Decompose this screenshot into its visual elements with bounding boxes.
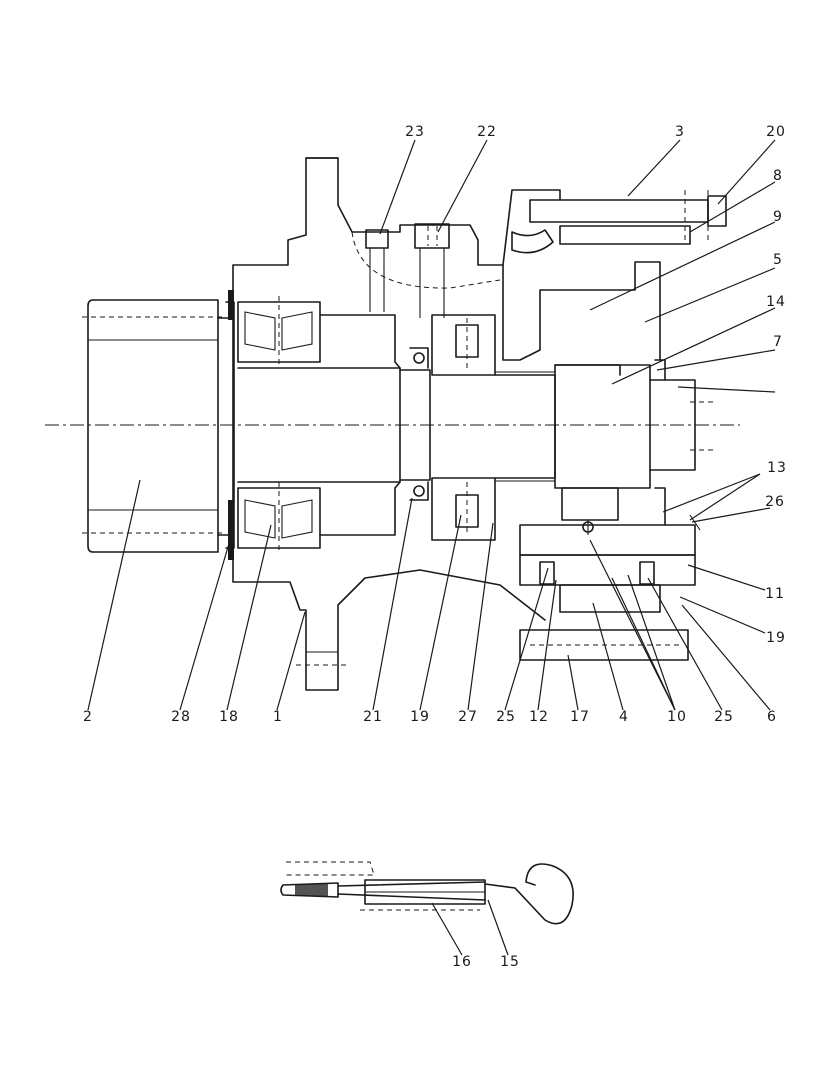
part-label-25-right: 25 — [714, 709, 734, 725]
part-label-10: 10 — [667, 709, 687, 725]
part-label-18: 18 — [219, 709, 239, 725]
part-label-24: 23 — [405, 124, 425, 140]
drawing-main-assembly — [45, 157, 740, 691]
part-label-28: 28 — [171, 709, 191, 725]
part-label-22: 21 — [363, 709, 383, 725]
part-label-27: 27 — [458, 709, 478, 725]
part-label-8: 8 — [773, 168, 783, 184]
part-label-16: 16 — [452, 954, 472, 970]
part-labels: 23 22 3 20 8 9 5 14 7 13 26 11 19 2 28 1… — [83, 124, 787, 970]
part-label-17: 17 — [570, 709, 590, 725]
part-label-20: 19 — [766, 630, 786, 646]
part-label-9: 9 — [773, 209, 783, 225]
part-label-1: 1 — [273, 709, 283, 725]
part-label-7: 7 — [773, 334, 783, 350]
leader-lines — [87, 139, 776, 711]
part-label-25-left: 25 — [496, 709, 516, 725]
part-label-14: 14 — [766, 294, 786, 310]
part-label-6: 6 — [767, 709, 777, 725]
part-label-26: 26 — [765, 494, 785, 510]
part-label-3: 3 — [675, 124, 685, 140]
part-label-21: 20 — [766, 124, 786, 140]
part-label-5: 5 — [773, 252, 783, 268]
part-label-11: 11 — [765, 586, 785, 602]
part-label-12: 12 — [529, 709, 549, 725]
part-label-4: 4 — [619, 709, 629, 725]
part-label-23: 22 — [477, 124, 497, 140]
part-label-13: 13 — [767, 460, 787, 476]
part-label-2: 2 — [83, 709, 93, 725]
drawing-dipstick-detail — [280, 861, 574, 925]
leader-lines-dipstick — [431, 899, 509, 956]
part-label-15: 15 — [500, 954, 520, 970]
part-label-19b: 19 — [410, 709, 430, 725]
